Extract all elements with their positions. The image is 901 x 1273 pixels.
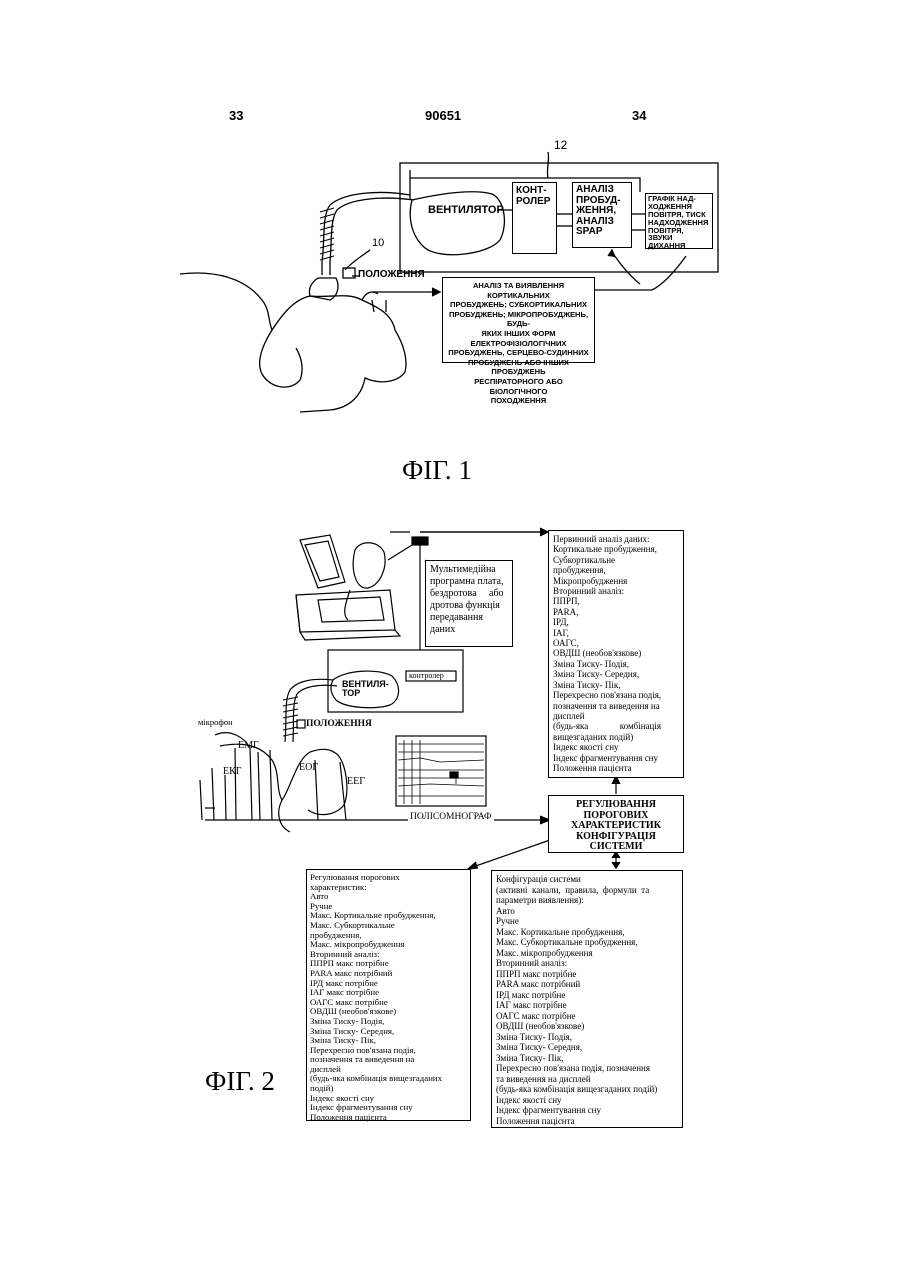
system-configuration-box: Конфігурація системи (активні канали, пр… (491, 870, 683, 1128)
list-item: Зміна Тиску- Подія, (553, 659, 679, 669)
list-item: вищезгаданих подій) (553, 732, 679, 742)
list-item: Зміна Тиску- Середня, (553, 669, 679, 679)
list-item: IРД, (553, 617, 679, 627)
list-item: Зміна Тиску- Подія, (496, 1032, 678, 1043)
list-item: позначення та виведення на (553, 701, 679, 711)
ekg-label: ЕКГ (223, 766, 242, 777)
multimedia-line: передавання (430, 612, 508, 624)
list-item: ОАГС макс потрібне (496, 1011, 678, 1022)
multimedia-line: Мультимедійна (430, 564, 508, 576)
position-label-fig2: ПОЛОЖЕННЯ (306, 720, 372, 730)
list-item: Зміна Тиску- Пік, (553, 680, 679, 690)
eeg-label: ЕЕГ (347, 776, 365, 787)
list-item: ОАГС, (553, 638, 679, 648)
list-item: Перехресно пов'язана подія, позначення (496, 1063, 678, 1074)
list-item: IАГ, (553, 628, 679, 638)
list-item: Індекс якості сну (553, 742, 679, 752)
list-item: Авто (310, 892, 467, 902)
list-item: (активні канали, правила, формули та (496, 885, 678, 896)
list-item: Мікропробудження (553, 576, 679, 586)
list-item: Макс. мікропробудження (496, 948, 678, 959)
list-item: Індекс фрагментування сну (553, 753, 679, 763)
list-item: Зміна Тиску- Пік, (496, 1053, 678, 1064)
list-item: Первинний аналіз даних: (553, 534, 679, 544)
list-item: ОВДШ (необов'язкове) (496, 1021, 678, 1032)
polysomnograph-label: ПОЛІСОМНОГРАФ (408, 812, 494, 822)
threshold-configuration-box: РЕГУЛЮВАННЯ ПОРОГОВИХ ХАРАКТЕРИСТИК КОНФ… (548, 795, 684, 853)
microphone-label: мікрофон (198, 717, 233, 727)
list-item: характеристик: (310, 883, 467, 893)
controller-label-fig2: контролер (409, 671, 444, 680)
list-item: Вторинний аналіз: (496, 958, 678, 969)
list-item: Макс. Кортикальне пробудження, (496, 927, 678, 938)
list-item: ППРП, (553, 596, 679, 606)
figure-2-caption: ФІГ. 2 (205, 1066, 275, 1097)
list-item: Конфігурація системи (496, 874, 678, 885)
list-item: Авто (496, 906, 678, 917)
eog-label: ЕОГ (299, 762, 318, 773)
multimedia-line: даних (430, 624, 508, 636)
list-item: параметри виявлення): (496, 895, 678, 906)
list-item: Перехресно пов'язана подія, (553, 690, 679, 700)
list-item: Зміна Тиску- Середня, (496, 1042, 678, 1053)
list-item: (будь-яка комбінація вищезгаданих (310, 1074, 467, 1084)
list-item: дисплей (553, 711, 679, 721)
primary-analysis-box: Первинний аналіз даних: Кортикальне проб… (548, 530, 684, 778)
list-item: Кортикальне пробудження, (553, 544, 679, 554)
emg-label: ЕМГ (238, 740, 259, 751)
list-item: ППРП макс потрібне (496, 969, 678, 980)
multimedia-box: Мультимедійна програмна плата, бездротов… (425, 560, 513, 647)
list-item: ОВДШ (необов'язкове) (553, 648, 679, 658)
list-item: пробудження, (553, 565, 679, 575)
list-item: (будь-яка комбінація вищезгаданих подій) (496, 1084, 678, 1095)
ventilator-label-fig2: ВЕНТИЛЯ- ТОР (342, 680, 389, 699)
list-item: та виведення на дисплей (496, 1074, 678, 1085)
list-item: (будь-яка комбінація (553, 721, 679, 731)
list-item: Субкортикальне (553, 555, 679, 565)
list-item: PARA, (553, 607, 679, 617)
list-item: Індекс якості сну (496, 1095, 678, 1106)
list-item: Ручне (496, 916, 678, 927)
list-item: IРД макс потрібне (496, 990, 678, 1001)
multimedia-line: програмна плата, (430, 576, 508, 588)
multimedia-line: бездротова або (430, 588, 508, 600)
threshold-settings-box: Регулювання порогових характеристик: Авт… (306, 869, 471, 1121)
list-item: Індекс фрагментування сну (496, 1105, 678, 1116)
list-item: Положення пацієнта (553, 763, 679, 773)
multimedia-line: дротова функція (430, 600, 508, 612)
list-item: Макс. Субкортикальне пробудження, (496, 937, 678, 948)
list-item: Вторинний аналіз: (553, 586, 679, 596)
list-item: Положення пацієнта (496, 1116, 678, 1127)
list-item: IАГ макс потрібне (496, 1000, 678, 1011)
list-item: PARA макс потрібний (496, 979, 678, 990)
list-item: Положення пацієнта (310, 1113, 467, 1123)
